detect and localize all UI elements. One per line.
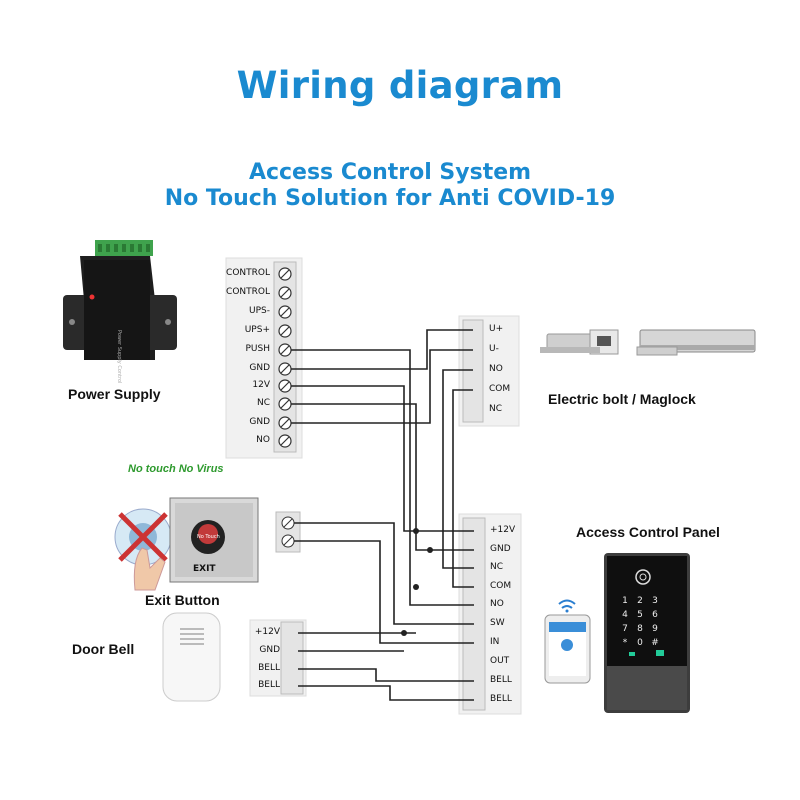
door-bell-image	[162, 612, 221, 702]
subtitle-line-2: No Touch Solution for Anti COVID-19	[164, 186, 616, 211]
lock-terminal-block	[458, 315, 520, 427]
keypad-key: *	[623, 638, 628, 648]
power-terminal-label: PUSH	[245, 344, 271, 354]
page-title: Wiring diagram	[236, 64, 564, 107]
svg-text:Power Supply Control: Power Supply Control	[116, 330, 122, 383]
power-terminal-label: CONTROL	[226, 287, 270, 297]
electric-bolt-label: Electric bolt / Maglock	[548, 391, 696, 407]
power-terminal-label: 12V	[252, 380, 270, 390]
power-terminal-label: GND	[249, 363, 270, 373]
panel-terminal-label: SW	[490, 618, 505, 628]
wire-junction	[413, 584, 419, 590]
exit-button-image	[114, 497, 259, 591]
power-supply-device: Power Supply Control	[63, 240, 177, 383]
power-terminal-label: NO	[256, 435, 270, 445]
keypad-key: 7	[622, 624, 628, 634]
wire	[291, 385, 474, 532]
panel-terminal-label: +12V	[490, 525, 516, 535]
exit-button-label: Exit Button	[145, 592, 220, 608]
power-terminal-label: UPS+	[244, 325, 270, 335]
subtitle-line-1: Access Control System	[248, 160, 532, 185]
access-panel-image	[604, 553, 690, 713]
wire	[291, 403, 474, 551]
power-supply-label: Power Supply	[68, 386, 161, 402]
keypad-key: 5	[637, 610, 643, 620]
wire	[294, 522, 474, 625]
phone-image	[544, 599, 591, 684]
panel-terminal-label: GND	[490, 544, 511, 554]
wire-junction	[413, 528, 419, 534]
keypad-key: 2	[637, 596, 643, 606]
lock-terminal-label: NO	[489, 364, 503, 374]
panel-terminal-label: IN	[490, 637, 500, 647]
power-terminal-label: CONTROL	[226, 268, 270, 278]
lock-terminal-label: COM	[489, 384, 511, 394]
wire	[452, 389, 474, 588]
wire	[291, 349, 473, 424]
keypad-key: 8	[637, 624, 643, 634]
wire	[442, 369, 474, 569]
wire	[298, 685, 474, 701]
panel-terminal-label: NC	[490, 562, 504, 572]
no-virus-caption: No touch No Virus	[128, 463, 224, 475]
bell-terminal-block	[249, 619, 307, 697]
power-terminal-label: GND	[249, 417, 270, 427]
exit-sign-text: EXIT	[193, 564, 216, 574]
panel-terminal-label: NO	[490, 599, 504, 609]
bell-terminal-label: BELL	[258, 663, 280, 673]
keypad-key: 6	[652, 610, 658, 620]
bell-terminal-label: +12V	[254, 627, 280, 637]
door-bell-label: Door Bell	[72, 641, 135, 657]
panel-terminal-label: BELL	[490, 694, 512, 704]
power-terminal-label: NC	[256, 398, 270, 408]
no-touch-text: No Touch	[197, 534, 220, 540]
keypad-key: 1	[622, 596, 628, 606]
wire	[294, 540, 474, 644]
wire-junction	[401, 630, 407, 636]
bell-terminal-label: BELL	[258, 680, 280, 690]
wire	[298, 668, 474, 682]
bell-terminal-label: GND	[259, 645, 280, 655]
lock-terminal-label: U+	[489, 324, 504, 334]
panel-terminal-label: COM	[490, 581, 512, 591]
panel-terminal-label: BELL	[490, 675, 512, 685]
keypad-key: 0	[637, 638, 643, 648]
wire	[291, 329, 473, 370]
keypad-key: #	[651, 638, 659, 648]
wire	[291, 349, 474, 606]
lock-terminal-label: U-	[489, 344, 499, 354]
keypad-key: 4	[622, 610, 628, 620]
power-terminal-label: UPS-	[249, 306, 270, 316]
lock-terminal-label: NC	[489, 404, 503, 414]
electric-bolt-image	[540, 329, 756, 356]
exit-terminal-block	[275, 511, 301, 553]
keypad-key: 3	[652, 596, 658, 606]
access-panel-label: Access Control Panel	[576, 524, 720, 540]
panel-terminal-label: OUT	[490, 656, 510, 666]
keypad-key: 9	[652, 624, 658, 634]
wire-junction	[427, 547, 433, 553]
